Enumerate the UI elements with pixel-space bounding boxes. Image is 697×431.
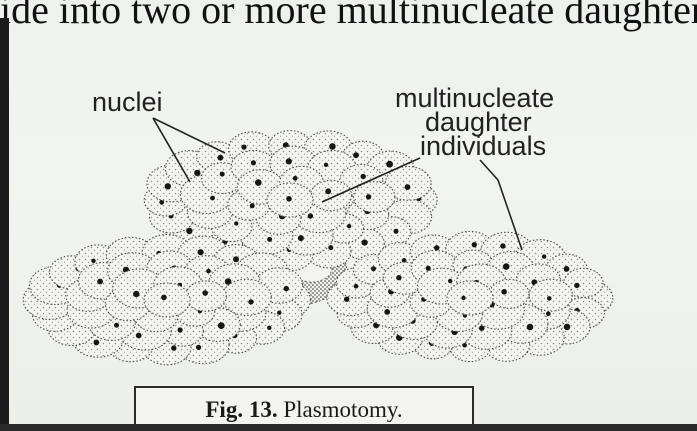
cell-lobe (447, 281, 493, 315)
nucleus-dot (325, 188, 331, 194)
figure-caption: Fig. 13. Plasmotomy. (136, 397, 472, 423)
bottom-page-edge (0, 424, 697, 431)
nucleus-dot (298, 235, 304, 241)
nucleus-dot (94, 340, 100, 346)
nucleus-dot (574, 283, 579, 288)
nucleus-dot (206, 269, 211, 274)
nucleus-dot (202, 290, 208, 296)
cell-lobe (267, 183, 313, 217)
nucleus-dot (218, 322, 225, 329)
cell-lobe (185, 281, 226, 311)
nucleus-dot (479, 326, 484, 331)
nucleus-dot (293, 176, 298, 181)
nucleus-dot (361, 174, 366, 179)
nucleus-dot (165, 183, 171, 189)
nucleus-dot (362, 240, 368, 246)
nucleus-dot (308, 213, 313, 218)
pointer-line (480, 160, 498, 180)
figure-number: Fig. 13. (205, 397, 277, 422)
cell-lobe (144, 283, 190, 317)
label-individuals: individuals (420, 131, 546, 161)
daughter-colonies (23, 131, 613, 365)
nucleus-dot (286, 158, 292, 164)
nucleus-dot (255, 179, 262, 186)
nucleus-dot (286, 196, 292, 202)
nucleus-dot (218, 155, 224, 161)
nucleus-dot (546, 312, 551, 317)
nucleus-dot (564, 266, 570, 272)
nucleus-dot (198, 249, 204, 255)
nucleus-dot (386, 161, 393, 168)
nucleus-dot (210, 196, 215, 201)
nucleus-dot (384, 309, 390, 315)
nucleus-dot (267, 237, 272, 242)
nucleus-dot (394, 229, 399, 234)
nucleus-dot (527, 324, 534, 331)
nucleus-dot (220, 172, 225, 177)
nucleus-dot (136, 333, 142, 339)
daughter-individual-left (23, 235, 310, 365)
nucleus-dot (251, 160, 256, 165)
nucleus-dot (366, 194, 371, 199)
nucleus-dot (114, 323, 119, 328)
nucleus-dot (542, 254, 546, 258)
nucleus-dot (133, 291, 139, 297)
nucleus-dot (97, 279, 103, 285)
nucleus-dot (564, 324, 571, 331)
nucleus-dot (233, 256, 239, 262)
nucleus-dot (248, 299, 253, 304)
label-nuclei: nuclei (92, 87, 163, 117)
nucleus-dot (178, 327, 183, 332)
nucleus-dot (267, 326, 271, 330)
nucleus-dot (396, 275, 401, 280)
nucleus-dot (171, 345, 176, 350)
cell-lobe (222, 279, 271, 315)
figure-title: Plasmotomy. (283, 397, 402, 422)
nucleus-dot (277, 311, 281, 315)
nucleus-dot (461, 296, 465, 300)
nucleus-dot (234, 221, 238, 225)
nucleus-dot (353, 152, 359, 158)
nucleus-dot (344, 297, 349, 302)
nucleus-dot (91, 259, 95, 263)
nucleus-dot (241, 145, 246, 150)
nucleus-dot (329, 143, 336, 150)
nucleus-dot (194, 170, 200, 176)
nucleus-dot (347, 224, 351, 228)
nucleus-dot (448, 279, 452, 283)
nucleus-dot (500, 243, 505, 248)
nucleus-dot (501, 289, 507, 295)
cell-lobe (310, 180, 351, 210)
nucleus-dot (547, 296, 552, 301)
nucleus-dot (503, 263, 510, 270)
nucleus-dot (434, 245, 439, 250)
cell-lobe (490, 279, 529, 308)
cell-lobe (354, 182, 395, 213)
nucleus-dot (284, 286, 289, 291)
nucleus-dot (354, 284, 359, 289)
nucleus-dot (324, 163, 328, 167)
cell-lobe (529, 279, 572, 311)
nucleus-dot (405, 184, 411, 190)
nucleus-dot (371, 266, 376, 271)
nucleus-dot (196, 345, 201, 350)
nucleus-dot (161, 295, 167, 301)
nucleus-dot (472, 242, 477, 247)
nucleus-dot (250, 203, 255, 208)
